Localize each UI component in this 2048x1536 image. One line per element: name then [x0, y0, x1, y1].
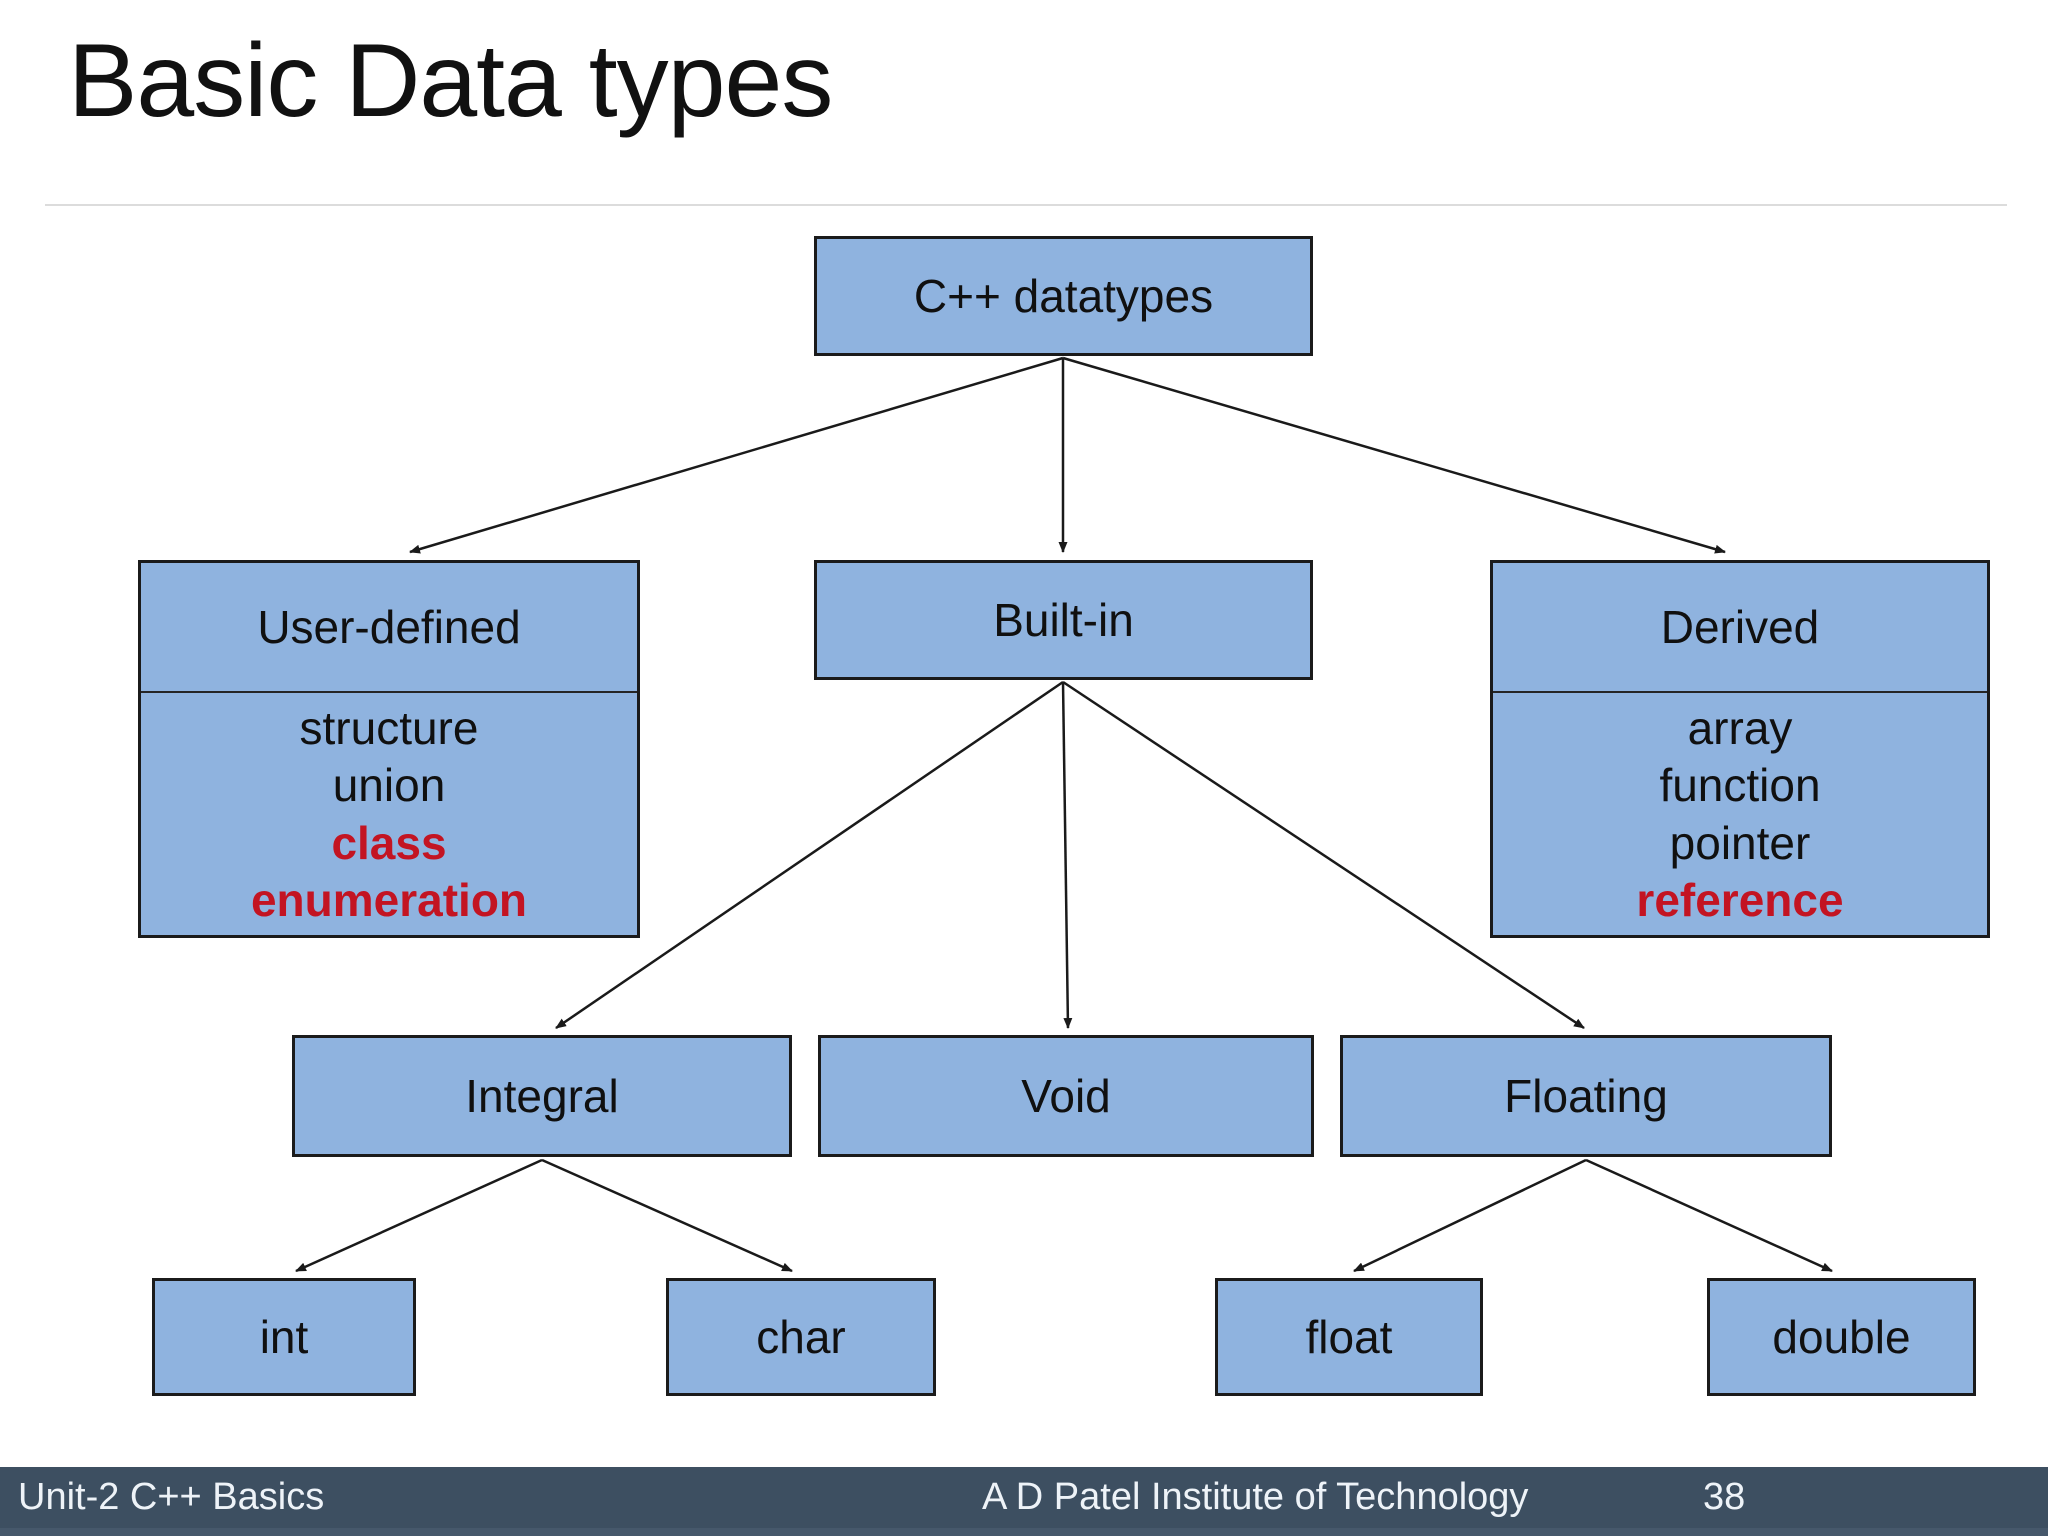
footer-bottom-strip — [0, 1528, 2048, 1536]
node-derived: Derived array function pointer reference — [1490, 560, 1990, 938]
arrow-integral-to-char — [541, 1158, 793, 1273]
node-user-defined-header: User-defined — [141, 563, 637, 693]
list-item: structure — [299, 701, 479, 754]
node-cpp-datatypes-label: C++ datatypes — [913, 270, 1214, 322]
list-item-emphasis: class — [331, 816, 447, 869]
title-divider — [45, 204, 2007, 206]
list-item-emphasis: reference — [1636, 874, 1844, 927]
node-float-label: float — [1305, 1311, 1393, 1363]
node-double-label: double — [1772, 1311, 1911, 1363]
slide-title: Basic Data types — [68, 23, 833, 139]
arrow-integral-to-int — [295, 1158, 543, 1273]
footer-bar — [0, 1467, 2048, 1528]
node-integral: Integral — [292, 1035, 792, 1157]
node-floating: Floating — [1340, 1035, 1832, 1157]
node-int: int — [152, 1278, 416, 1396]
node-built-in-label: Built-in — [993, 594, 1134, 646]
node-integral-label: Integral — [465, 1070, 619, 1122]
footer-page-number: 38 — [1703, 1476, 1746, 1518]
node-derived-header: Derived — [1493, 563, 1987, 693]
node-float: float — [1215, 1278, 1483, 1396]
arrow-root-to-derived — [1062, 356, 1726, 554]
list-item-emphasis: enumeration — [250, 874, 528, 927]
arrow-builtin-to-void — [1061, 681, 1073, 1029]
node-int-label: int — [259, 1311, 309, 1363]
node-floating-label: Floating — [1504, 1070, 1668, 1122]
node-char-label: char — [756, 1311, 846, 1363]
list-item: array — [1687, 701, 1793, 754]
node-user-defined-label: User-defined — [257, 601, 521, 653]
list-item: union — [332, 759, 446, 812]
node-void: Void — [818, 1035, 1314, 1157]
node-derived-items: array function pointer reference — [1493, 693, 1987, 935]
node-cpp-datatypes: C++ datatypes — [814, 236, 1313, 356]
arrow-floating-to-double — [1585, 1158, 1833, 1273]
footer-institute-label: A D Patel Institute of Technology — [982, 1476, 1529, 1518]
footer-unit-label: Unit-2 C++ Basics — [18, 1476, 325, 1518]
node-built-in: Built-in — [814, 560, 1313, 680]
list-item: function — [1659, 759, 1821, 812]
node-user-defined-items: structure union class enumeration — [141, 693, 637, 935]
arrow-floating-to-float — [1353, 1158, 1587, 1273]
list-item: pointer — [1669, 816, 1811, 869]
node-double: double — [1707, 1278, 1976, 1396]
node-char: char — [666, 1278, 936, 1396]
node-void-label: Void — [1021, 1070, 1111, 1122]
node-user-defined: User-defined structure union class enume… — [138, 560, 640, 938]
arrow-root-to-user-defined — [409, 356, 1064, 554]
node-derived-label: Derived — [1660, 601, 1820, 653]
